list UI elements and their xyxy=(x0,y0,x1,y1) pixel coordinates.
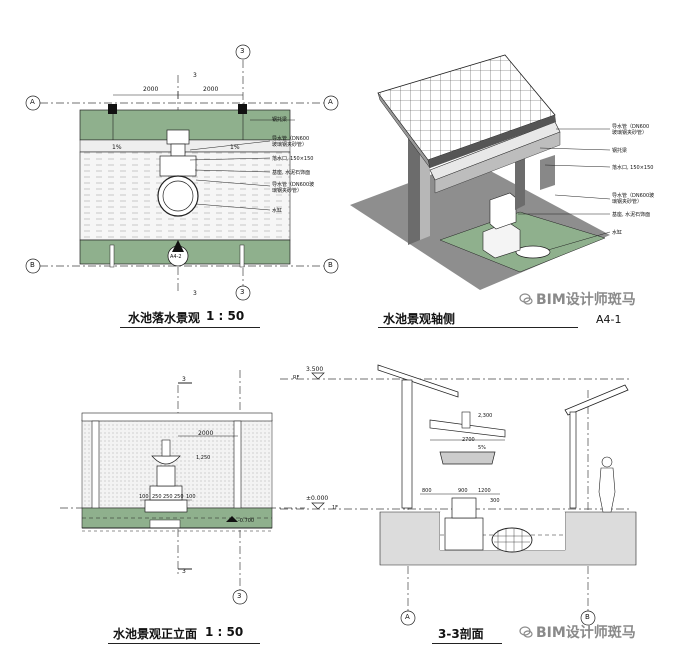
watermark-bottom: BIM设计师斑马 xyxy=(536,625,636,641)
plan-slope-right: 1% xyxy=(230,144,240,151)
plan-dim-right: 2000 xyxy=(203,86,219,93)
section-dim-0: 2,300 xyxy=(478,413,493,419)
axo-view xyxy=(350,54,611,290)
elev-dim-5: 250 xyxy=(174,494,184,500)
section-title: 3-3剖面 xyxy=(438,627,484,641)
section-dim-3: 800 xyxy=(422,488,432,494)
section-dim-6: 300 xyxy=(490,498,500,504)
plan-note-3: 落水口, 150×150 xyxy=(272,156,314,162)
elev-dim-4: 250 xyxy=(163,494,173,500)
section-level-zero-tag: 1F xyxy=(332,505,339,511)
plan-note-6: 水缸 xyxy=(272,208,283,214)
plan-section-mark-top: 3 xyxy=(193,72,197,79)
elev-level: -0.700 xyxy=(238,518,255,524)
plan-view xyxy=(25,44,339,301)
plan-axis-a-right: A xyxy=(328,98,333,106)
section-dim-1: 2700 xyxy=(462,437,475,443)
section-dim-5: 1200 xyxy=(478,488,491,494)
plan-section-mark-bottom: 3 xyxy=(193,290,197,297)
plan-note-4: 基座, 水泥石饰面 xyxy=(272,170,311,176)
elev-dim-2: 100 xyxy=(139,494,149,500)
section-level-top: 3.500 xyxy=(306,366,324,373)
plan-axis-3-bottom: 3 xyxy=(240,288,245,296)
elev-dim-0: 2000 xyxy=(198,430,214,437)
watermark-top: BIM设计师斑马 xyxy=(536,292,636,308)
elev-dim-1: 1,250 xyxy=(196,455,211,461)
elevation-scale: 1 : 50 xyxy=(205,625,244,639)
wechat-icon xyxy=(519,293,533,305)
plan-note-1: 钢托梁 xyxy=(272,117,288,123)
section-dim-2: 5% xyxy=(478,445,486,451)
plan-section-tag: A4-2 xyxy=(170,254,182,260)
plan-slope-left: 1% xyxy=(112,144,122,151)
plan-title-underline xyxy=(120,327,260,328)
section-level-zero: ±0.000 xyxy=(306,495,329,502)
elev-section-mark-bottom: 3 xyxy=(182,568,186,575)
section-title-underline xyxy=(432,643,502,644)
plan-note-2: 导水管（DN600 玻璃钢夹砂管） xyxy=(272,136,310,148)
axo-note-4: 导水管（DN600玻 璃钢夹砂管） xyxy=(612,193,655,205)
axo-note-1: 导水管（DN600 玻璃钢夹砂管） xyxy=(612,124,650,136)
plan-note-5: 导水管（DN600玻 璃钢夹砂管） xyxy=(272,182,315,194)
axo-title: 水池景观轴侧 xyxy=(383,312,456,326)
section-level-top-tag: RF xyxy=(293,375,300,381)
axo-note-6: 水缸 xyxy=(612,230,623,236)
wechat-icon xyxy=(519,626,533,638)
plan-dim-left: 2000 xyxy=(143,86,159,93)
section-dim-4: 900 xyxy=(458,488,468,494)
plan-axis-b-right: B xyxy=(328,261,333,269)
axo-note-5: 基座, 水泥石饰面 xyxy=(612,212,651,218)
section-axis-b: B xyxy=(585,613,590,621)
section-axis-a: A xyxy=(405,613,410,621)
elev-dim-6: 100 xyxy=(186,494,196,500)
section-view xyxy=(280,364,637,626)
axo-title-underline xyxy=(378,327,578,328)
elev-section-mark-top: 3 xyxy=(182,376,186,383)
axo-note-3: 落水口, 150×150 xyxy=(612,165,654,171)
plan-title: 水池落水景观 xyxy=(128,311,201,325)
elevation-title-underline xyxy=(108,643,260,644)
plan-axis-3-top: 3 xyxy=(240,47,245,55)
elevation-view xyxy=(60,370,305,605)
elev-axis-3: 3 xyxy=(237,592,242,600)
axo-note-2: 钢托梁 xyxy=(612,148,628,154)
plan-axis-a-left: A xyxy=(30,98,35,106)
elevation-title: 水池景观正立面 xyxy=(113,627,198,641)
plan-scale: 1 : 50 xyxy=(206,309,245,323)
plan-axis-b-left: B xyxy=(30,261,35,269)
axo-sheet-no: A4-1 xyxy=(596,313,622,326)
elev-dim-3: 250 xyxy=(152,494,162,500)
